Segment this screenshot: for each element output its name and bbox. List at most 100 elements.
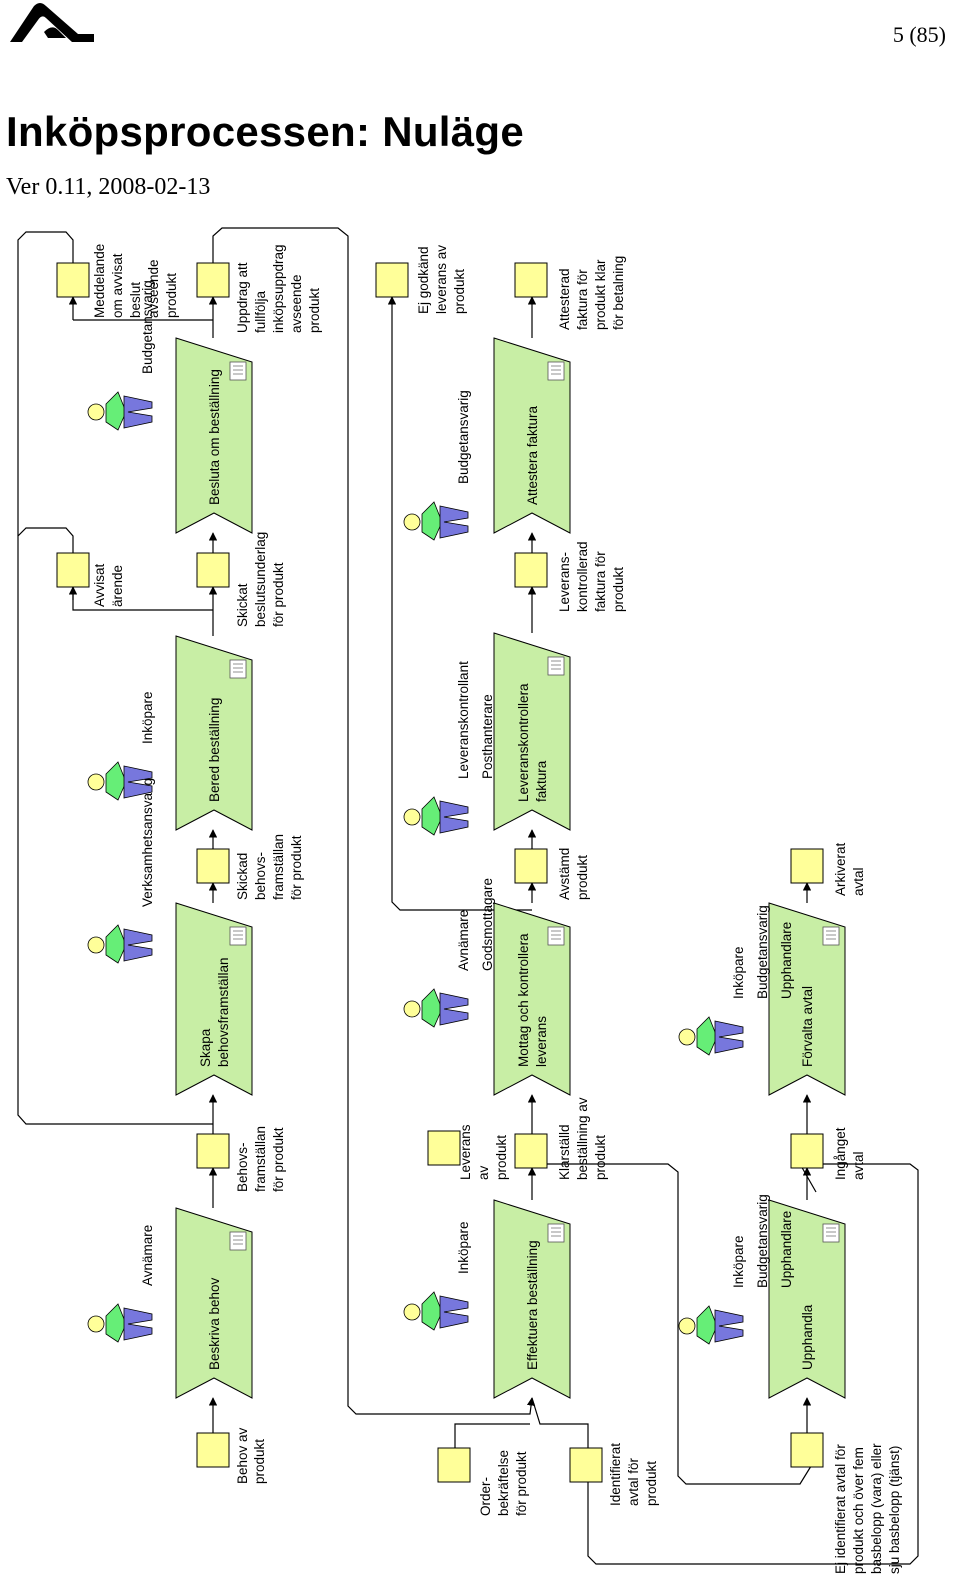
flow-connector — [212, 227, 536, 1415]
event-ej-identifierat-avtal[interactable] — [790, 1432, 824, 1468]
event-label-uppdrag-line: Uppdrag att — [235, 262, 250, 333]
event-label-skickad-behovsframstallan-line: framställan — [271, 834, 286, 900]
function-label: behovsframställan — [216, 957, 231, 1067]
event-arkiverat-avtal[interactable] — [790, 848, 824, 884]
role-label: Inköpare — [731, 1235, 746, 1288]
function-beskriva-behov[interactable]: Beskriva behov — [175, 1207, 253, 1399]
event-ingaget-avtal[interactable] — [790, 1133, 824, 1169]
event-label-behovsframstallan-line: för produkt — [271, 1127, 286, 1192]
document-icon — [547, 926, 565, 946]
event-label-attesterad-line: Attesterad — [557, 268, 572, 330]
event-label-avstamd-line: produkt — [575, 855, 590, 900]
event-label-attesterad-line: faktura för — [575, 269, 590, 330]
function-besluta-om-bestallning[interactable]: Besluta om beställning — [175, 337, 253, 534]
function-upphandla[interactable]: Upphandla — [768, 1199, 846, 1399]
document-icon — [822, 926, 840, 946]
event-label-ej-identifierat-line: basbelopp (vara) eller — [869, 1443, 884, 1574]
event-label-klarstalld-line: produkt — [593, 1135, 608, 1180]
document-icon — [547, 1223, 565, 1243]
event-orderbekraftelse[interactable] — [437, 1447, 471, 1483]
flow-connector — [587, 1163, 919, 1565]
event-label-leverans-line: produkt — [494, 1135, 509, 1180]
function-shape — [175, 902, 253, 1096]
event-label-ej-godkand-line: Ej godkänd — [416, 246, 431, 314]
event-avstamd-produkt[interactable] — [514, 848, 548, 884]
event-identifierat-avtal[interactable] — [569, 1447, 603, 1483]
event-label-ej-godkand-line: produkt — [452, 269, 467, 314]
version-label: Ver 0.11, 2008-02-13 — [6, 174, 211, 200]
event-label-identifierat-line: avtal för — [626, 1457, 641, 1506]
page-title: Inköpsprocessen: Nuläge — [6, 108, 525, 155]
function-label: Attestera faktura — [525, 405, 540, 505]
event-meddelande-avvisat[interactable] — [56, 262, 90, 298]
event-label-meddelande-line: om avvisat — [110, 253, 125, 318]
event-leveranskontrollerad-faktura[interactable] — [514, 552, 548, 588]
page-number: 5 (85) — [892, 22, 946, 47]
function-label: Beskriva behov — [207, 1277, 222, 1370]
person-icon — [678, 1317, 696, 1335]
function-shape — [175, 635, 253, 831]
function-attestera-faktura[interactable]: Attestera faktura — [493, 337, 571, 534]
event-label-avstamd-line: Avstämd — [557, 848, 572, 900]
role-beskriva-behov: Avnämare — [87, 1225, 155, 1343]
role-upphandla: Inköpare Budgetansvarig Upphandlare — [678, 1194, 794, 1345]
event-label-behovsframstallan-line: Behovs- — [235, 1142, 250, 1192]
event-behov-av-produkt[interactable] — [196, 1432, 230, 1468]
flow-connector — [532, 1163, 817, 1485]
event-label-ej-identifierat-line: produkt och över fem — [851, 1447, 866, 1574]
function-shape — [768, 1199, 846, 1399]
event-label-levkontroll-line: Leverans- — [557, 552, 572, 612]
event-skickat-beslutsunderlag[interactable] — [196, 552, 230, 588]
function-label: Skapa — [198, 1028, 213, 1067]
event-leverans-av-produkt[interactable] — [427, 1130, 461, 1166]
function-label: Effektuera beställning — [525, 1240, 540, 1370]
event-ej-godkand-leverans[interactable] — [375, 262, 409, 298]
document-icon — [229, 361, 247, 381]
event-attesterad-faktura[interactable] — [514, 262, 548, 298]
event-label-behov-line: Behov av — [235, 1427, 250, 1484]
event-avvisat-arende[interactable] — [56, 552, 90, 588]
role-label: Budgetansvarig — [456, 390, 471, 484]
event-skickad-behovsframstallan[interactable] — [196, 848, 230, 884]
role-label: Budgetansvarig — [140, 280, 155, 374]
role-label: Inköpare — [140, 691, 155, 744]
flow-connector — [531, 1397, 589, 1448]
flow-connector — [387, 296, 532, 911]
role-label: Upphandlare — [779, 1211, 794, 1288]
function-forvalta-avtal[interactable]: Förvalta avtal — [768, 902, 846, 1096]
function-effektuera-bestallning[interactable]: Effektuera beställning — [493, 1199, 571, 1399]
person-icon — [403, 1000, 421, 1018]
event-label-klarstalld-line: Klarställd — [557, 1124, 572, 1180]
event-label-order-line: Order- — [478, 1477, 493, 1516]
event-behovsframstallan[interactable] — [196, 1133, 230, 1169]
event-klarstalld-bestallning[interactable] — [514, 1133, 548, 1169]
function-bered-bestallning[interactable]: Bered beställning — [175, 635, 253, 831]
event-label-uppdrag-line: avseende — [289, 274, 304, 333]
event-label-order-line: bekräftelse — [496, 1450, 511, 1516]
function-label: Bered beställning — [207, 698, 222, 802]
document-icon — [547, 361, 565, 381]
event-label-skickad-behovsframstallan-line: Skickad — [235, 853, 250, 900]
function-label: leverans — [534, 1016, 549, 1067]
event-label-uppdrag-line: produkt — [307, 288, 322, 333]
event-label-avvisat-line: Avvisat — [92, 563, 107, 607]
function-label: faktura — [534, 760, 549, 802]
event-uppdrag-att-fullfolja[interactable] — [196, 262, 230, 298]
role-label: Budgetansvarig — [755, 1194, 770, 1288]
document-icon — [229, 1231, 247, 1251]
company-logo — [10, 3, 94, 42]
event-label-ej-identifierat-line: sju basbelopp (tjänst) — [887, 1446, 902, 1574]
event-label-ingaget-line: avtal — [851, 1151, 866, 1180]
document-icon — [822, 1223, 840, 1243]
